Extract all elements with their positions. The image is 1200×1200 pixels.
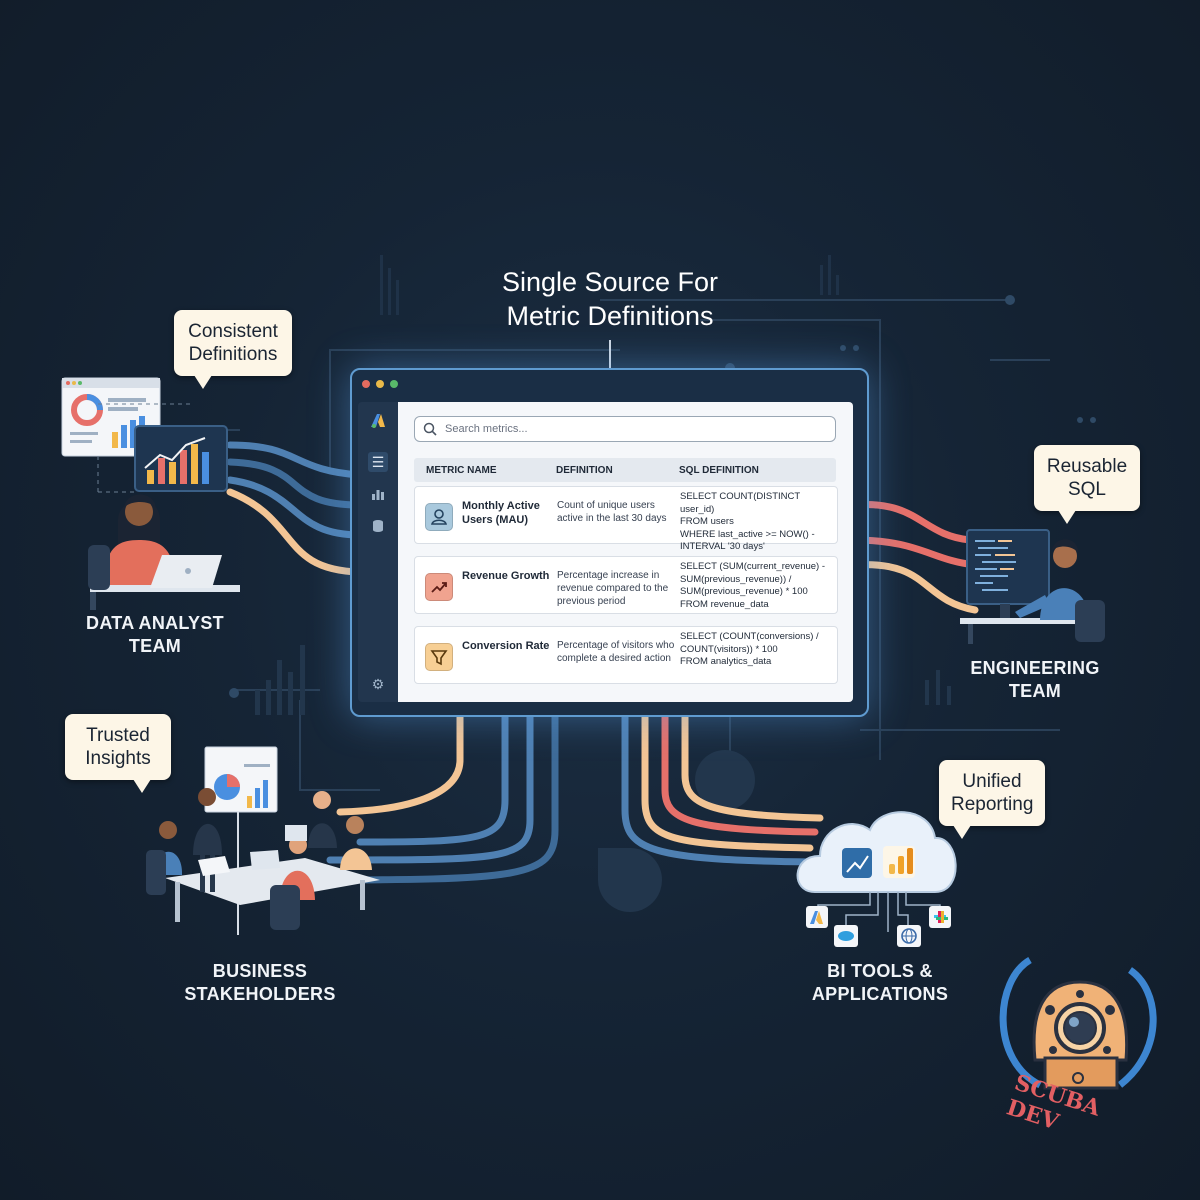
metric-name: Monthly Active Users (MAU) <box>462 500 540 526</box>
bubble-text: Reusable <box>1046 456 1128 477</box>
flow-biz-2 <box>296 698 559 884</box>
group-label-line: APPLICATIONS <box>811 984 949 1004</box>
bubble-text: Definitions <box>188 344 278 365</box>
table-row[interactable]: Conversion Rate Percentage of visitors w… <box>414 626 838 684</box>
bubble-text: Trusted <box>86 725 150 746</box>
window-minimize-dot[interactable] <box>376 380 384 388</box>
label-business-stakeholders: BUSINESS STAKEHOLDERS <box>160 960 360 1006</box>
bubble-text: Insights <box>85 748 151 769</box>
metric-name: Revenue Growth <box>462 570 550 582</box>
metric-name: Conversion Rate <box>462 640 550 652</box>
table-row[interactable]: Revenue Growth Percentage increase in re… <box>414 556 838 614</box>
search-box[interactable] <box>414 416 836 442</box>
chart-nav-icon[interactable] <box>368 485 388 505</box>
flow-eng-2 <box>849 536 979 569</box>
bubble-unified-reporting: Unified Reporting <box>939 760 1045 839</box>
flow-analyst-1 <box>226 441 364 479</box>
page-title: Single Source For Metric Definitions <box>470 265 750 333</box>
flow-bi-4 <box>681 698 824 822</box>
metric-definition: Count of unique users active in the last… <box>557 500 667 524</box>
bubble-tail <box>953 825 971 839</box>
menu-icon[interactable]: ☰ <box>368 452 388 472</box>
title-line-1: Single Source For <box>501 267 719 297</box>
app-sidebar: ☰ ⚙ <box>358 402 398 702</box>
flow-biz-3 <box>356 698 509 846</box>
flow-biz-1 <box>326 698 534 864</box>
settings-gear-icon[interactable]: ⚙ <box>371 676 385 692</box>
group-label-line: TEAM <box>1008 681 1062 701</box>
metric-catalog-panel: METRIC NAME DEFINITION SQL DEFINITION Mo… <box>398 402 853 702</box>
flow-biz-4 <box>336 698 464 816</box>
bubble-reusable-sql: Reusable SQL <box>1034 445 1140 524</box>
bubble-consistent-definitions: Consistent Definitions <box>174 310 292 389</box>
user-icon <box>425 503 453 531</box>
metric-sql: SELECT (SUM(current_revenue) - SUM(previ… <box>680 561 826 610</box>
label-bi-tools-applications: BI TOOLS & APPLICATIONS <box>790 960 970 1006</box>
database-icon[interactable] <box>368 518 388 538</box>
flow-bi-3 <box>661 698 819 836</box>
flow-analyst-2 <box>226 458 364 509</box>
group-label-line: DATA ANALYST <box>86 613 224 633</box>
flow-eng-3 <box>849 561 979 614</box>
group-label-line: BUSINESS <box>212 961 308 981</box>
bubble-text: Reporting <box>951 794 1034 815</box>
group-label-line: STAKEHOLDERS <box>184 984 336 1004</box>
bubble-text: Consistent <box>188 321 278 342</box>
funnel-icon <box>425 643 453 671</box>
column-header-definition[interactable]: DEFINITION <box>556 465 613 476</box>
flow-analyst-4 <box>226 488 364 576</box>
bubble-tail <box>1058 510 1076 524</box>
search-icon <box>423 422 437 436</box>
bubble-tail <box>194 375 212 389</box>
metric-definition: Percentage increase in revenue compared … <box>557 570 669 607</box>
column-header-metric-name[interactable]: METRIC NAME <box>426 465 497 476</box>
window-maximize-dot[interactable] <box>390 380 398 388</box>
table-row[interactable]: Monthly Active Users (MAU) Count of uniq… <box>414 486 838 552</box>
metric-sql: SELECT (COUNT(conversions) / COUNT(visit… <box>680 631 819 667</box>
group-label-line: BI TOOLS & <box>827 961 933 981</box>
metric-sql: SELECT COUNT(DISTINCT user_id) FROM user… <box>680 491 815 552</box>
bubble-tail <box>133 779 151 793</box>
bubble-text: SQL <box>1067 479 1107 500</box>
search-input[interactable] <box>443 419 827 439</box>
group-label-line: ENGINEERING <box>970 658 1100 678</box>
bubble-text: Unified <box>962 771 1022 792</box>
app-logo-icon <box>368 410 388 430</box>
bubble-trusted-insights: Trusted Insights <box>65 714 171 793</box>
flow-analyst-3 <box>226 476 364 539</box>
table-header <box>414 458 836 482</box>
column-header-sql-definition[interactable]: SQL DEFINITION <box>679 465 759 476</box>
title-line-2: Metric Definitions <box>506 301 714 331</box>
window-close-dot[interactable] <box>362 380 370 388</box>
flow-bi-2 <box>641 698 814 852</box>
metric-definition: Percentage of visitors who complete a de… <box>557 640 675 664</box>
flow-eng-1 <box>849 501 974 544</box>
label-data-analyst-team: DATA ANALYST TEAM <box>60 612 250 658</box>
group-label-line: TEAM <box>128 636 182 656</box>
flow-bi-1 <box>621 698 814 866</box>
trend-up-icon <box>425 573 453 601</box>
label-engineering-team: ENGINEERING TEAM <box>945 657 1125 703</box>
